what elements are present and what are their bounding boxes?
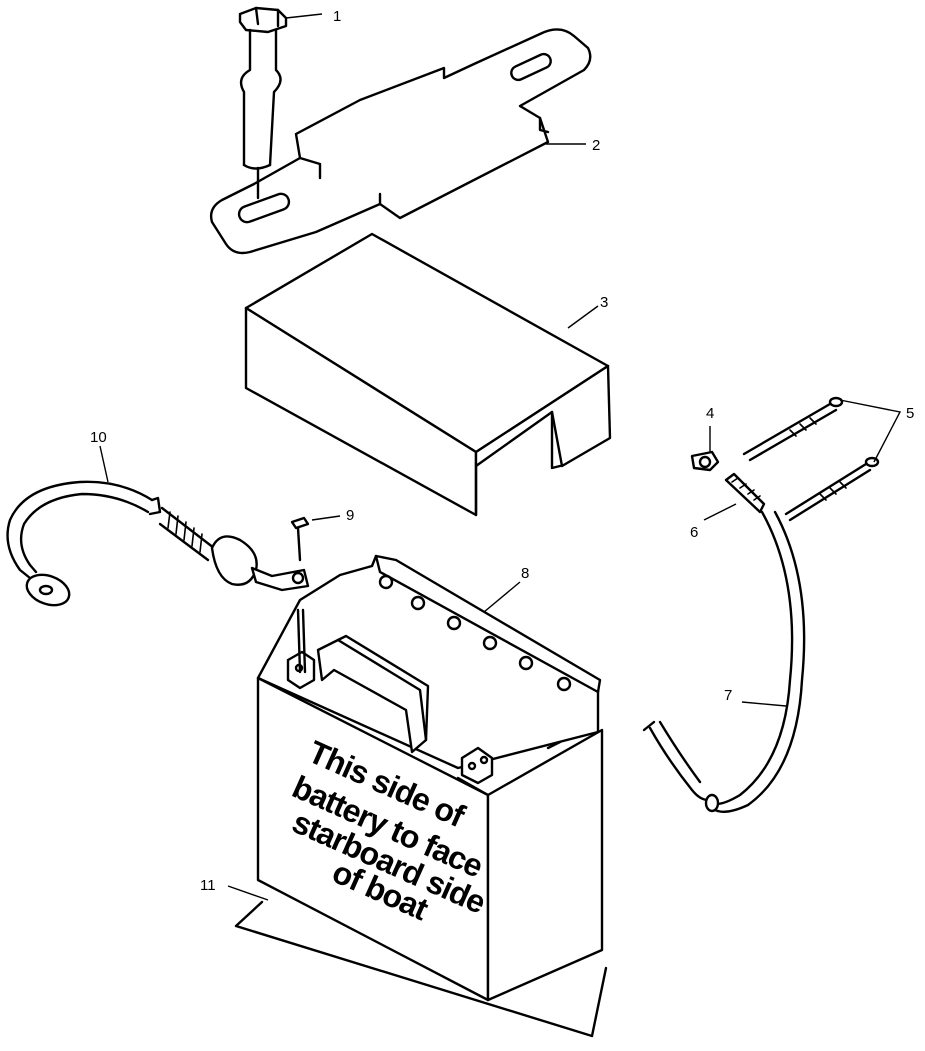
callout-labels: 1 2 3 4 5 6 7 8 9 10 11 [90,8,914,894]
callout-10: 10 [90,429,107,446]
bolt [238,6,288,200]
vent-cable [642,510,806,813]
callout-1: 1 [333,8,341,25]
callout-9: 9 [346,507,354,524]
hold-down-bracket [209,28,592,255]
battery-cable [6,480,310,607]
callout-6: 6 [690,524,698,541]
cable-clip [690,450,720,472]
leader-lines [99,13,902,901]
callout-5: 5 [906,405,914,422]
battery-cover [244,232,612,517]
cable-fitting [724,472,766,514]
callout-7: 7 [724,687,732,704]
callout-3: 3 [600,294,608,311]
callout-4: 4 [706,405,714,422]
mounting-screws [742,396,880,522]
battery [256,554,604,1002]
terminal-screw [290,516,310,674]
battery-pad [234,900,608,1038]
callout-2: 2 [592,137,600,154]
callout-11: 11 [200,877,216,894]
callout-8: 8 [521,565,529,582]
